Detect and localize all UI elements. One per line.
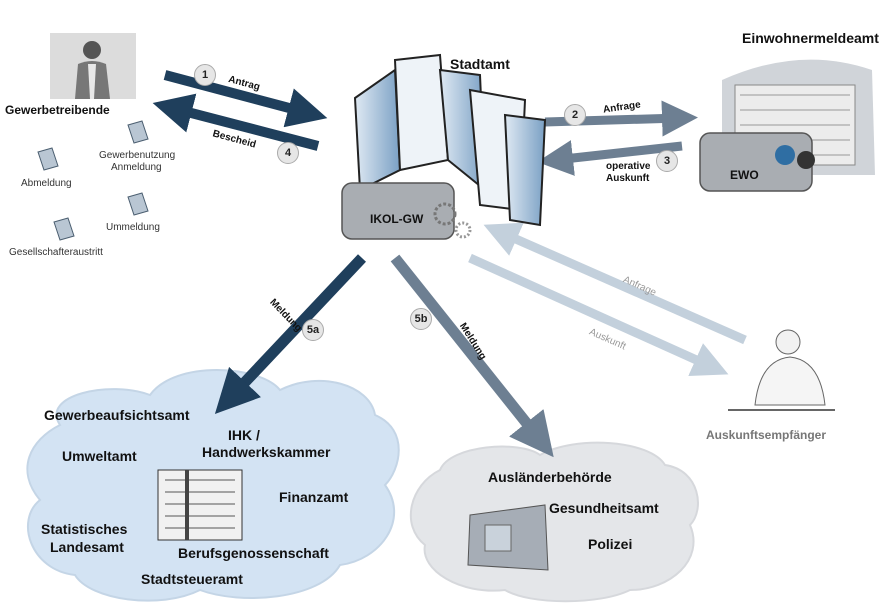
doc-label-ummeldung: Ummeldung bbox=[106, 222, 160, 233]
gear-icon bbox=[433, 202, 457, 226]
arrow-label-operative-auskunft: Auskunft bbox=[606, 173, 650, 184]
label-ihk: IHK / bbox=[228, 427, 260, 443]
doc-label-anmeldung: Anmeldung bbox=[111, 162, 162, 173]
document-icon-gesellschafteraustritt bbox=[53, 217, 75, 241]
step-badge-3: 3 bbox=[656, 150, 678, 172]
arrow-antrag bbox=[163, 70, 328, 128]
label-gesundheitsamt: Gesundheitsamt bbox=[549, 500, 659, 516]
label-berufsgenossenschaft: Berufsgenossenschaft bbox=[178, 545, 329, 561]
step-badge-1: 1 bbox=[194, 64, 216, 86]
step-badge-5a: 5a bbox=[302, 319, 324, 341]
label-stadtsteueramt: Stadtsteueramt bbox=[141, 571, 243, 587]
ikol-gw-box bbox=[341, 182, 472, 240]
step-badge-2: 2 bbox=[564, 104, 586, 126]
label-statistisches: Statistisches bbox=[41, 521, 128, 537]
label-handwerkskammer: Handwerkskammer bbox=[202, 444, 331, 460]
cloud-behoerden-right bbox=[409, 441, 699, 603]
document-icon-ummeldung bbox=[127, 192, 149, 216]
document-icon-abmeldung bbox=[37, 147, 59, 171]
label-finanzamt: Finanzamt bbox=[279, 489, 349, 505]
step-badge-4: 4 bbox=[277, 142, 299, 164]
label-gewerbeaufsichtsamt: Gewerbeaufsichtsamt bbox=[44, 407, 190, 423]
arrow-bescheid bbox=[152, 93, 320, 151]
auskunftsempfaenger-label: Auskunftsempfänger bbox=[706, 428, 827, 442]
auskunftsempfaenger-person-icon bbox=[728, 329, 835, 411]
ewo-label: EWO bbox=[730, 168, 759, 182]
gewerbetreibende-label: Gewerbetreibende bbox=[5, 103, 110, 117]
doc-label-abmeldung: Abmeldung bbox=[21, 178, 72, 189]
label-umweltamt: Umweltamt bbox=[62, 448, 137, 464]
arrow-anfrage-auskunftsempfaenger bbox=[483, 222, 747, 345]
document-icon-gewerbenutzung bbox=[127, 120, 149, 144]
stadtamt-label: Stadtamt bbox=[450, 56, 510, 72]
doc-label-gewerbenutzung: Gewerbenutzung bbox=[99, 150, 176, 161]
ikol-gw-label: IKOL-GW bbox=[370, 212, 424, 226]
gear-icon-dark bbox=[797, 151, 815, 169]
label-landesamt: Landesamt bbox=[50, 539, 124, 555]
office-building-icon bbox=[157, 469, 243, 541]
step-badge-5b: 5b bbox=[410, 308, 432, 330]
arrow-meldung-5a bbox=[214, 254, 367, 415]
gear-icon-blue bbox=[775, 145, 795, 165]
einwohnermeldeamt-label: Einwohnermeldeamt bbox=[742, 30, 879, 46]
stadtamt-building-icon bbox=[353, 53, 547, 227]
office-interior-icon bbox=[467, 504, 549, 571]
doc-label-gesellschafteraustritt: Gesellschafteraustritt bbox=[9, 247, 103, 258]
arrow-meldung-5b bbox=[390, 254, 554, 458]
ewo-box bbox=[699, 132, 815, 192]
label-auslaenderbehoerde: Ausländerbehörde bbox=[488, 469, 612, 485]
arrow-auskunft bbox=[468, 253, 729, 377]
gewerbetreibende-photo-icon bbox=[50, 33, 136, 99]
arrow-label-operative: operative bbox=[606, 161, 651, 172]
arrow-operative-auskunft bbox=[537, 140, 683, 176]
gear-icon-small bbox=[454, 221, 472, 239]
label-polizei: Polizei bbox=[588, 536, 633, 552]
